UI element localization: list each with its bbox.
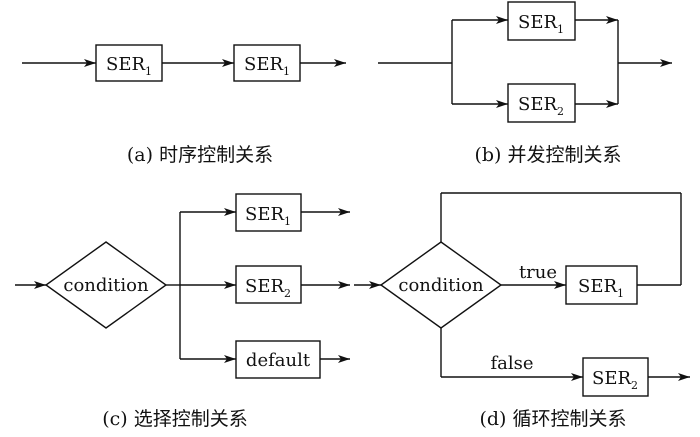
- c-ser-box-1-label: SER1: [245, 204, 291, 228]
- panel-b-concurrent: SER1 SER2 (b) 并发控制关系: [378, 1, 672, 166]
- a-caption: (a) 时序控制关系: [127, 144, 273, 166]
- d-true-label: true: [519, 262, 557, 283]
- d-false-label: false: [490, 353, 533, 374]
- b-ser-box-2: [507, 83, 576, 123]
- d-ser-box-2-label: SER2: [592, 368, 638, 392]
- a-ser-box-2-label: SER1: [244, 54, 290, 78]
- c-default-label: default: [246, 350, 311, 371]
- d-ser-box-1-label: SER1: [578, 276, 624, 300]
- a-ser-box-1-label: SER1: [106, 54, 152, 78]
- panel-d-loop: condition true SER1 false SER2 (d) 循环控制关…: [354, 192, 690, 430]
- d-condition-label: condition: [398, 275, 484, 296]
- panel-c-selection: condition SER1 SER2 default (c) 选择控制关系: [15, 193, 350, 430]
- c-ser-box-1: [235, 193, 302, 232]
- a-ser-box-2: [233, 44, 301, 82]
- d-ser-box-1: [565, 265, 638, 305]
- b-ser-box-1-label: SER1: [518, 12, 564, 36]
- c-caption: (c) 选择控制关系: [102, 408, 248, 430]
- b-ser-box-1: [507, 1, 576, 41]
- c-condition-diamond: [44, 241, 168, 329]
- d-caption: (d) 循环控制关系: [479, 408, 626, 430]
- b-ser-box-2-label: SER2: [518, 94, 564, 118]
- d-ser-box-2: [582, 357, 649, 397]
- b-caption: (b) 并发控制关系: [474, 144, 621, 166]
- c-ser-box-2-label: SER2: [245, 276, 291, 300]
- c-condition-label: condition: [63, 275, 149, 296]
- panel-a-sequential: SER1 SER1 (a) 时序控制关系: [22, 44, 346, 166]
- c-ser-box-2: [235, 265, 302, 304]
